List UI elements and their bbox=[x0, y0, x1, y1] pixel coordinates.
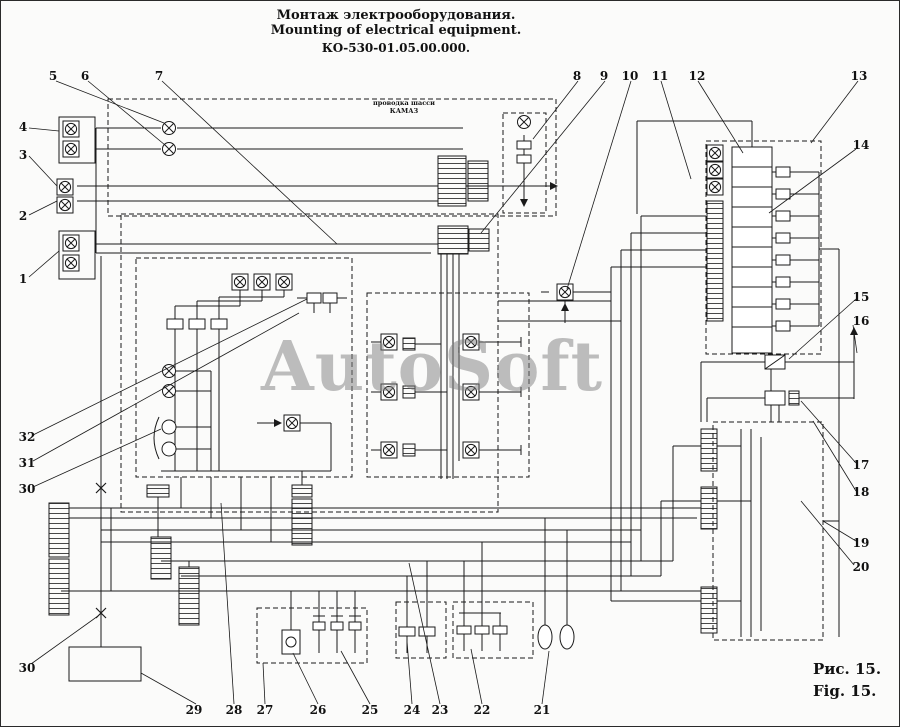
bottom-components bbox=[281, 621, 575, 655]
relay-block bbox=[706, 144, 791, 354]
harness-box-components bbox=[162, 115, 532, 207]
callout-26: 26 bbox=[309, 703, 327, 717]
mid-connector bbox=[437, 225, 490, 255]
callout-8: 8 bbox=[572, 69, 582, 83]
inner-left-box bbox=[135, 257, 353, 478]
inner-right-components bbox=[380, 333, 480, 459]
callout-5: 5 bbox=[48, 69, 58, 83]
right-bottom-box bbox=[712, 421, 824, 641]
callout-1: 1 bbox=[18, 272, 28, 286]
callout-24: 24 bbox=[403, 703, 421, 717]
callout-6: 6 bbox=[80, 69, 90, 83]
title-code: КО-530-01.05.00.000. bbox=[321, 40, 471, 55]
standalone-sensor bbox=[556, 283, 574, 301]
callout-leaders bbox=[28, 80, 859, 705]
callout-25: 25 bbox=[361, 703, 379, 717]
callout-10: 10 bbox=[621, 69, 639, 83]
callout-20: 20 bbox=[852, 560, 870, 574]
callout-29: 29 bbox=[185, 703, 203, 717]
left-components bbox=[56, 116, 96, 280]
wire-buses bbox=[61, 120, 855, 653]
callout-9: 9 bbox=[599, 69, 609, 83]
callout-17: 17 bbox=[852, 458, 870, 472]
title-block: Монтаж электрооборудования. Mounting of … bbox=[246, 8, 546, 55]
callout-13: 13 bbox=[850, 69, 868, 83]
figure-caption-en: Fig. 15. bbox=[813, 681, 877, 700]
small-top-box bbox=[502, 112, 547, 214]
callout-4: 4 bbox=[18, 120, 28, 134]
callout-3: 3 bbox=[18, 148, 28, 162]
harness-label-line1: проводка шасси bbox=[373, 99, 435, 107]
right-bottom-connectors bbox=[700, 428, 718, 634]
chassis-harness-box bbox=[107, 98, 557, 217]
bottom-box-1 bbox=[256, 607, 368, 664]
title-ru: Монтаж электрооборудования. bbox=[276, 8, 516, 23]
bottom-box-2 bbox=[395, 601, 447, 659]
callout-14: 14 bbox=[852, 138, 870, 152]
callout-30a: 30 bbox=[18, 482, 36, 496]
callout-18: 18 bbox=[852, 485, 870, 499]
right-mid-components bbox=[764, 354, 800, 406]
callout-19: 19 bbox=[852, 536, 870, 550]
figure-caption: Рис. 15. Fig. 15. bbox=[813, 659, 881, 703]
junction-x-marks bbox=[95, 482, 107, 619]
callout-30b: 30 bbox=[18, 661, 36, 675]
dashed-enclosures bbox=[107, 98, 824, 664]
harness-label-line2: КАМАЗ bbox=[389, 106, 419, 115]
callout-32: 32 bbox=[18, 430, 36, 444]
title-en: Mounting of electrical equipment. bbox=[270, 22, 522, 38]
bottom-box-3 bbox=[452, 601, 534, 659]
inner-right-box bbox=[366, 292, 530, 478]
relay-block-box bbox=[705, 140, 822, 355]
figure-caption-ru: Рис. 15. bbox=[813, 660, 882, 678]
callout-16: 16 bbox=[852, 314, 870, 328]
inner-left-components bbox=[153, 273, 338, 460]
harness-label: проводка шасси КАМАЗ bbox=[367, 99, 441, 116]
callout-23: 23 bbox=[431, 703, 449, 717]
callout-21: 21 bbox=[533, 703, 551, 717]
callout-31: 31 bbox=[18, 456, 36, 470]
callout-2: 2 bbox=[18, 209, 28, 223]
callout-12: 12 bbox=[688, 69, 706, 83]
callout-7: 7 bbox=[154, 69, 164, 83]
callout-22: 22 bbox=[473, 703, 491, 717]
callout-28: 28 bbox=[225, 703, 243, 717]
terminal-ladders bbox=[48, 484, 313, 682]
callout-15: 15 bbox=[852, 290, 870, 304]
callout-11: 11 bbox=[651, 69, 669, 83]
middle-outer-box bbox=[120, 213, 499, 513]
callout-27: 27 bbox=[256, 703, 274, 717]
